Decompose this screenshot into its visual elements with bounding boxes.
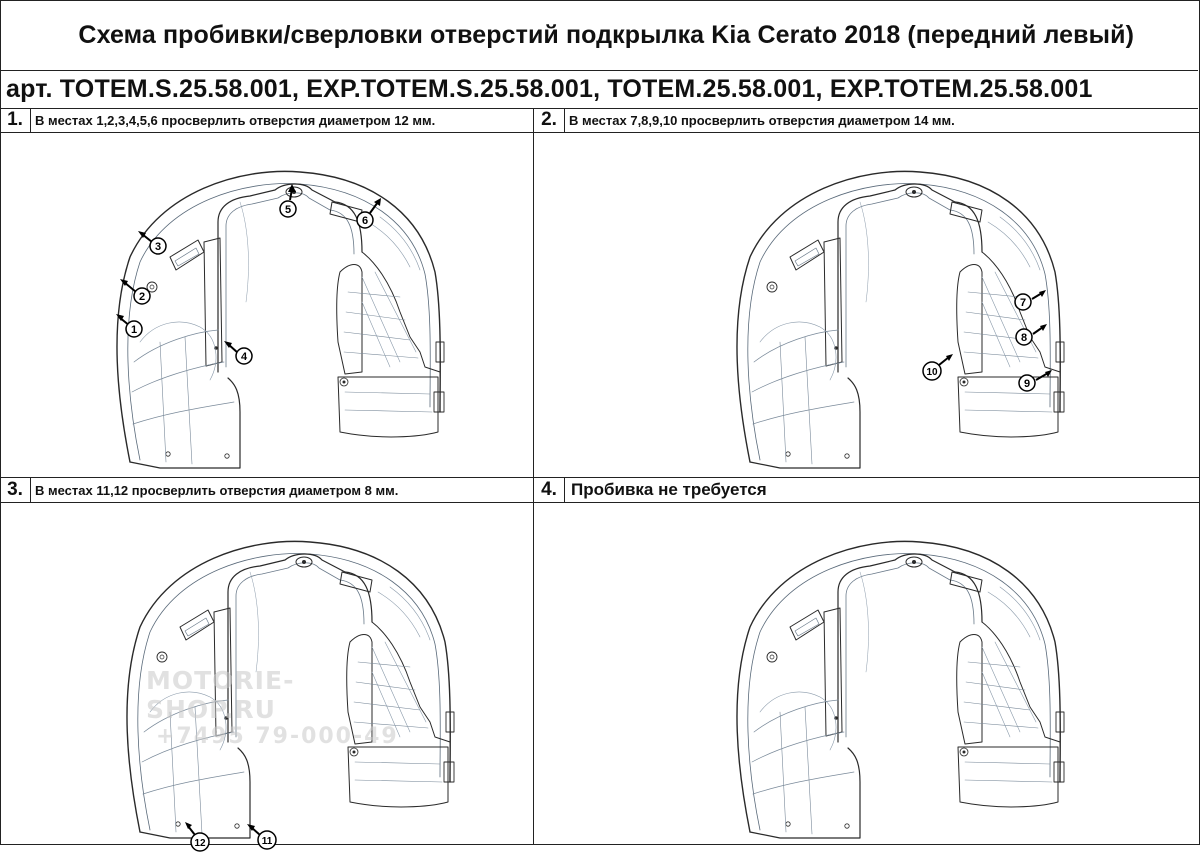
hole-marker-7: 7 [1014, 290, 1046, 311]
step-header-3: 3. В местах 11,12 просверлить отверстия … [0, 478, 533, 503]
title-row: Схема пробивки/сверловки отверстий подкр… [0, 0, 1198, 71]
article-row: арт. TOTEM.S.25.58.001, EXP.TOTEM.S.25.5… [0, 70, 1198, 109]
liner-drawing-2: 7 8 9 10 [534, 132, 1199, 477]
step-header-1: 1. В местах 1,2,3,4,5,6 просверлить отве… [0, 108, 533, 133]
liner-drawing-1: 1 2 3 4 [0, 132, 533, 477]
article-numbers: арт. TOTEM.S.25.58.001, EXP.TOTEM.S.25.5… [6, 74, 1093, 103]
hole-markers: 1 2 3 4 [116, 184, 381, 365]
page-title: Схема пробивки/сверловки отверстий подкр… [78, 20, 1134, 49]
hole-marker-6: 6 [356, 198, 381, 229]
hole-marker-5: 5 [279, 184, 297, 218]
svg-text:10: 10 [926, 367, 938, 378]
fender-liner-diagram [736, 540, 1065, 839]
step-cell-2: 2. В местах 7,8,9,10 просверлить отверст… [534, 108, 1199, 478]
step-cell-1: 1. В местах 1,2,3,4,5,6 просверлить отве… [0, 108, 534, 478]
hole-markers: 11 12 [185, 822, 277, 852]
step-instruction: В местах 1,2,3,4,5,6 просверлить отверст… [35, 112, 436, 128]
step-instruction: В местах 7,8,9,10 просверлить отверстия … [569, 112, 955, 128]
svg-text:3: 3 [155, 241, 161, 253]
step-number: 1. [0, 108, 31, 132]
hole-markers: 7 8 9 10 [922, 290, 1052, 392]
hole-marker-10: 10 [922, 354, 953, 381]
svg-text:9: 9 [1024, 378, 1030, 390]
svg-text:12: 12 [194, 838, 206, 849]
step-header-4: 4. Пробивка не требуется [534, 478, 1199, 503]
svg-text:7: 7 [1020, 297, 1026, 309]
hole-marker-11: 11 [247, 824, 277, 850]
svg-text:5: 5 [285, 204, 291, 216]
svg-text:8: 8 [1021, 332, 1027, 344]
liner-drawing-3: 11 12 [0, 502, 533, 852]
hole-marker-2: 2 [120, 279, 151, 305]
svg-text:11: 11 [262, 836, 273, 847]
hole-marker-4: 4 [224, 341, 253, 365]
svg-text:4: 4 [241, 351, 248, 363]
step-cell-3: 3. В местах 11,12 просверлить отверстия … [0, 478, 534, 852]
step-header-2: 2. В местах 7,8,9,10 просверлить отверст… [534, 108, 1199, 133]
step-number: 3. [0, 478, 31, 502]
svg-text:1: 1 [131, 324, 137, 336]
hole-marker-1: 1 [116, 314, 143, 338]
hole-marker-8: 8 [1015, 324, 1047, 346]
hole-marker-3: 3 [138, 231, 167, 255]
hole-marker-12: 12 [185, 822, 210, 852]
step-instruction: Пробивка не требуется [571, 480, 767, 499]
hole-marker-9: 9 [1018, 370, 1052, 392]
liner-drawing-4 [534, 502, 1199, 844]
step-instruction: В местах 11,12 просверлить отверстия диа… [35, 482, 399, 498]
step-number: 4. [534, 478, 565, 502]
step-cell-4: 4. Пробивка не требуется [534, 478, 1199, 844]
svg-text:2: 2 [139, 291, 145, 303]
step-number: 2. [534, 108, 565, 132]
svg-text:6: 6 [362, 215, 368, 227]
